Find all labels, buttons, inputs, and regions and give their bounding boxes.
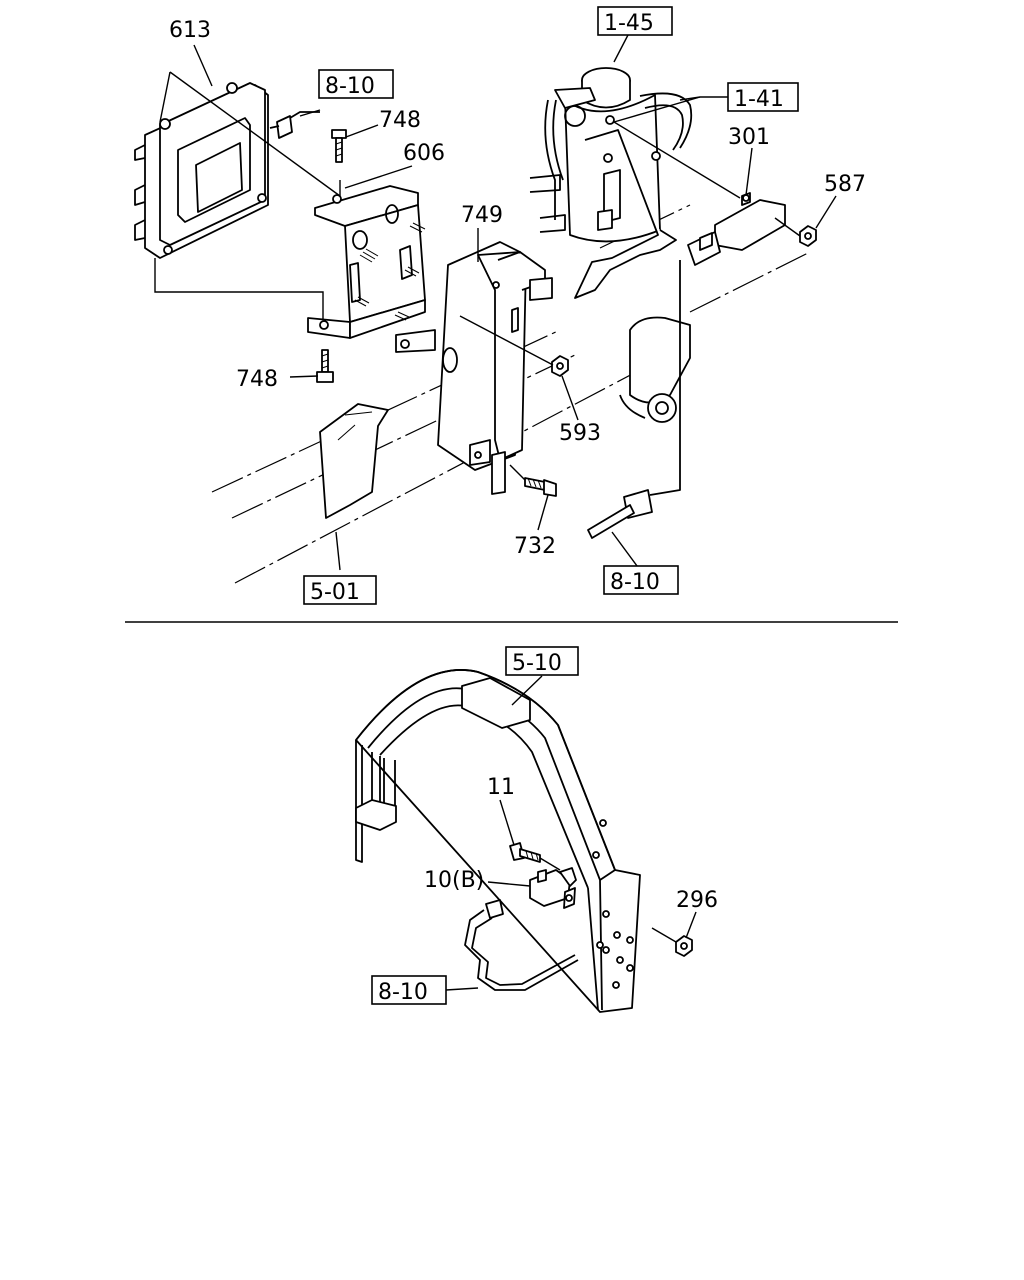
- harness-8-10-lower: [587, 260, 681, 539]
- ref-box-1-41: [727, 82, 799, 112]
- reference-boxes: 8-10 1-45 1-41 5-01 8-10 5-10 8-10: [303, 6, 799, 1005]
- ref-8-10-lower: 8-10: [610, 570, 660, 595]
- ref-1-41: 1-41: [734, 87, 784, 112]
- leader-lines-bottom: [445, 675, 697, 991]
- ref-box-5-10: [505, 646, 579, 676]
- callout-613: 613: [169, 18, 211, 43]
- callout-593: 593: [559, 421, 601, 446]
- ref-8-10-top: 8-10: [325, 74, 375, 99]
- ecu-module-613: [134, 82, 269, 259]
- nut-593: [551, 355, 569, 377]
- callout-587: 587: [824, 172, 866, 197]
- bottom-assembly: [355, 669, 697, 1013]
- callout-296: 296: [676, 888, 718, 913]
- bracket-749: [395, 241, 553, 495]
- bolt-11: [509, 842, 541, 863]
- callout-11: 11: [487, 775, 515, 800]
- ref-1-45: 1-45: [604, 11, 654, 36]
- bracket-5-01: [319, 403, 389, 519]
- callout-labels: 613 748 606 749 748 593 732 301 587 11 1…: [169, 18, 866, 913]
- harness-8-10-bottom: [464, 899, 579, 991]
- connector-8-10-top: [269, 111, 320, 139]
- nut-296: [675, 935, 693, 957]
- callout-301: 301: [728, 125, 770, 150]
- bolt-732: [524, 477, 557, 497]
- ref-box-8-10-top: [318, 69, 394, 99]
- callout-749: 749: [461, 203, 503, 228]
- ref-box-1-45: [597, 6, 673, 36]
- top-assembly: [134, 34, 837, 584]
- callout-748-bottom: 748: [236, 367, 278, 392]
- ref-box-8-10-bottom: [371, 975, 447, 1005]
- leader-lines-top: [154, 34, 837, 571]
- nut-587: [799, 225, 817, 247]
- bolt-748-bottom: [316, 349, 334, 383]
- tank-assembly-1-45: [529, 67, 693, 299]
- bracket-606: [307, 185, 426, 339]
- cab-frame-5-10: [355, 669, 641, 1013]
- sensor-301: [687, 192, 786, 266]
- callout-10-b: 10(B): [424, 868, 484, 893]
- callout-748-top: 748: [379, 108, 421, 133]
- callout-732: 732: [514, 534, 556, 559]
- ref-5-01: 5-01: [310, 580, 360, 605]
- spring-hanger: [619, 316, 691, 423]
- ref-box-8-10-lower: [603, 565, 679, 595]
- ref-8-10-bottom: 8-10: [378, 980, 428, 1005]
- ref-5-10: 5-10: [512, 651, 562, 676]
- sensor-10-b: [529, 867, 577, 909]
- ref-box-5-01: [303, 575, 377, 605]
- callout-606: 606: [403, 141, 445, 166]
- bolt-748-top: [331, 129, 347, 163]
